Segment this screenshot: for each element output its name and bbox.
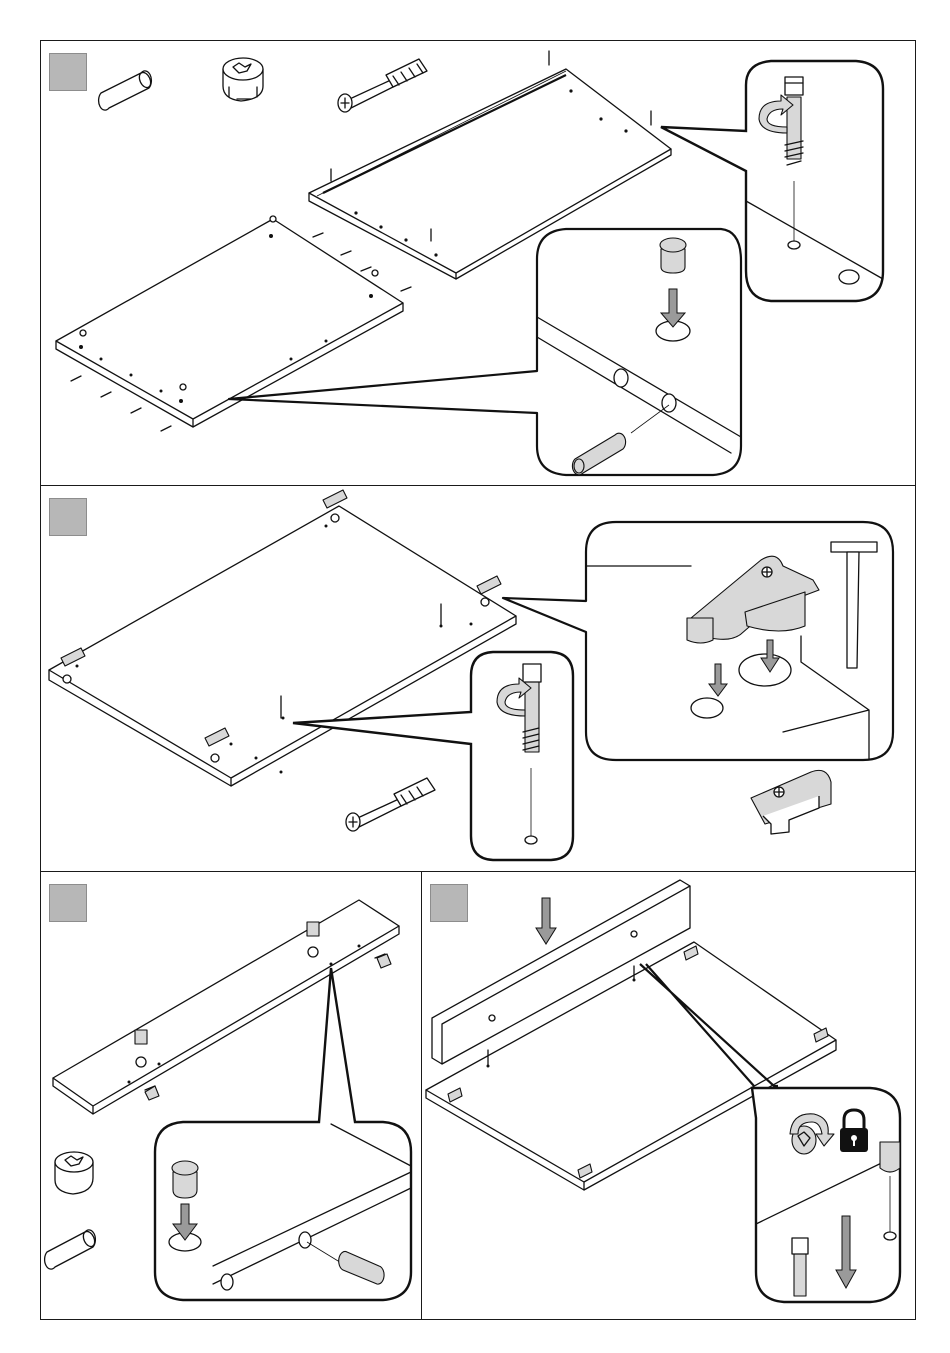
back-board: [309, 51, 671, 279]
step-3-panel: [40, 871, 422, 1320]
step-3-illustration: [41, 872, 423, 1321]
step-1-panel: [40, 40, 916, 486]
cam-connector-clip-part: [751, 770, 831, 834]
step-2-panel: [40, 485, 916, 872]
cam-lock-part: [223, 58, 263, 101]
dowel-part-3: [45, 1230, 97, 1269]
cam-bolt-part-2: [346, 778, 435, 831]
callout-cam-bolt: [661, 61, 883, 301]
step-4-illustration: [422, 872, 917, 1321]
cam-bolt-part: [338, 59, 427, 112]
step-2-illustration: [41, 486, 917, 873]
step-1-illustration: [41, 41, 917, 487]
step-4-panel: [421, 871, 916, 1320]
down-arrow-4: [536, 898, 556, 944]
cam-lock-part-3: [55, 1152, 93, 1194]
dowel-part: [99, 71, 153, 110]
